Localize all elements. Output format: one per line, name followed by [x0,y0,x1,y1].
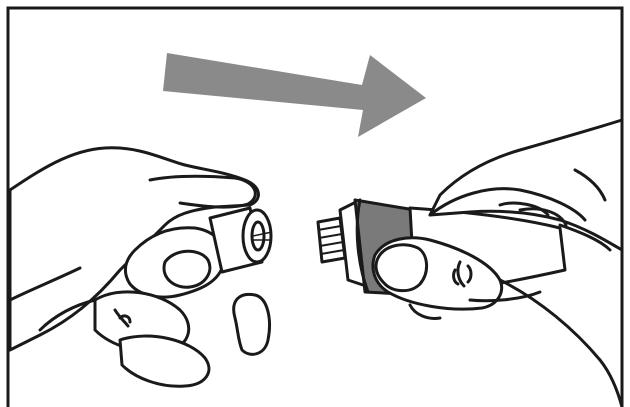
cap-icon [210,208,272,272]
direction-arrow-icon [163,53,426,137]
